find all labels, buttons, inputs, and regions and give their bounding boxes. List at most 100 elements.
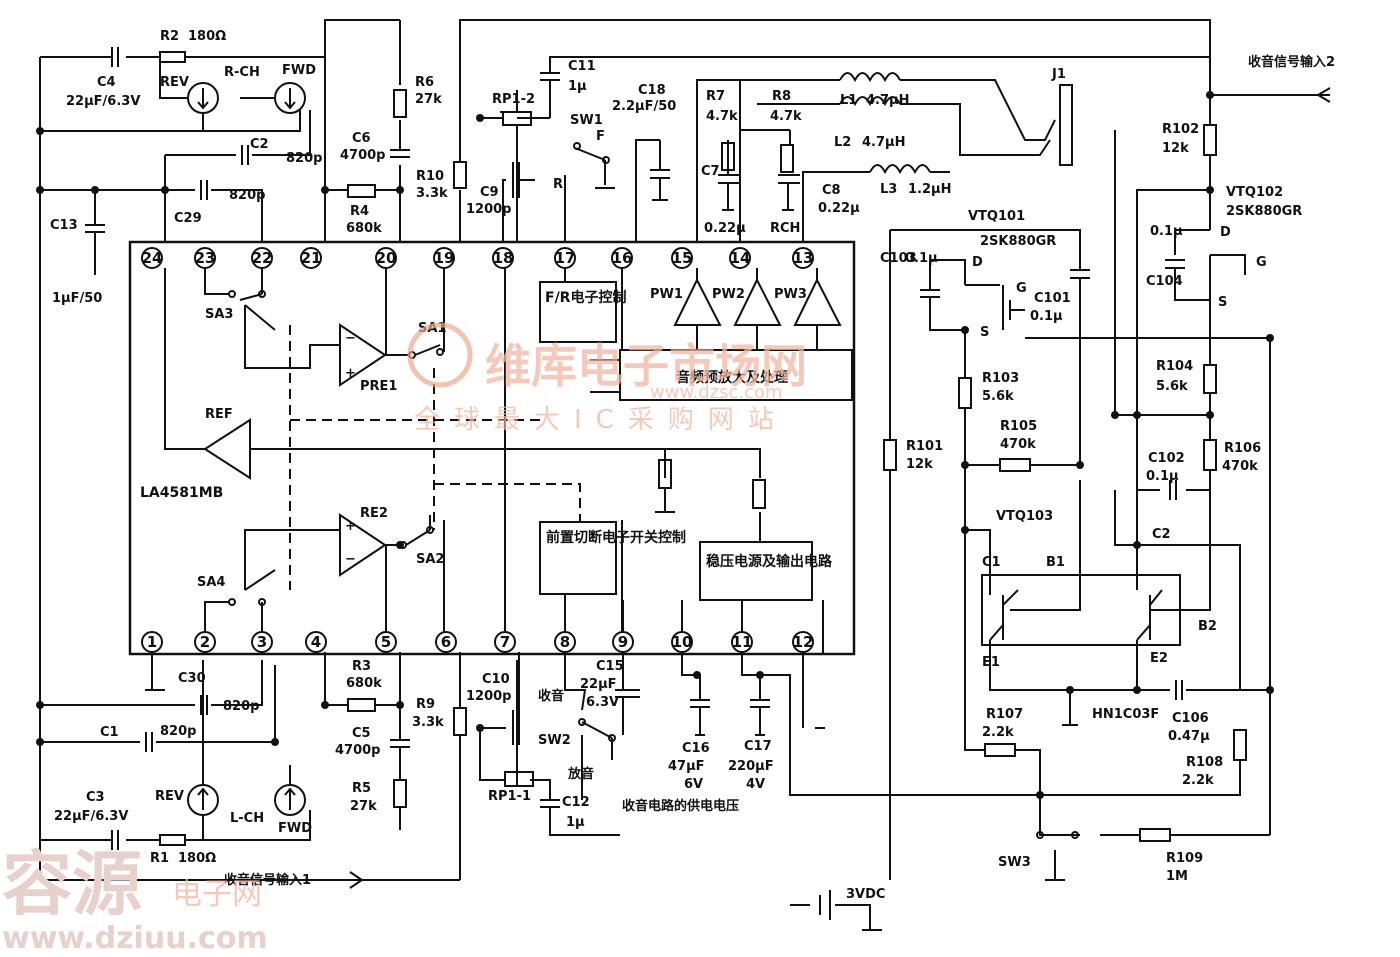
pin-17: 17	[555, 249, 576, 267]
regulator-block	[699, 541, 813, 601]
ref-label: REF	[205, 407, 233, 422]
pin-7: 7	[500, 633, 510, 651]
pre2-amp	[339, 513, 387, 577]
c4-value: 22μF/6.3V	[66, 94, 140, 109]
r9-label: R9	[416, 697, 435, 712]
vdc-label: 3VDC	[846, 887, 885, 902]
l3-label: L3	[880, 182, 897, 197]
svg-text:−: −	[345, 331, 356, 346]
hn-label: HN1C03F	[1092, 707, 1159, 722]
j1-label: J1	[1051, 67, 1066, 82]
c106-label: C106	[1172, 711, 1209, 726]
r8-res	[780, 144, 794, 173]
c102-value: 0.1μ	[1146, 469, 1179, 484]
c6-value: 4700p	[340, 148, 386, 163]
c103-value: 0.1μ	[905, 251, 938, 266]
pin-c2: C2	[1152, 527, 1171, 542]
c8-value: 0.22μ	[818, 201, 860, 216]
fr-control-label: F/R电子控制	[545, 289, 626, 306]
pin-24: 24	[142, 249, 163, 267]
c5-value: 4700p	[335, 743, 381, 758]
vtq101-type: 2SK880GR	[980, 234, 1056, 249]
sa4-switch	[204, 529, 340, 632]
fwd-bot-label: FWD	[278, 821, 312, 836]
c18-label: C18	[638, 83, 666, 98]
sw2-label: SW2	[538, 733, 571, 748]
preamp-label: 音频预放大及处理	[676, 369, 788, 386]
r3-value: 680k	[346, 676, 382, 691]
sw1-r: R	[553, 177, 563, 192]
r2-value: 180Ω	[188, 29, 226, 44]
pin-3: 3	[257, 633, 267, 651]
c15-value1: 22μF	[580, 677, 617, 692]
pre2-label: RE2	[360, 506, 388, 521]
pin-11: 11	[732, 633, 753, 651]
r105-res	[999, 458, 1031, 472]
r10-res	[453, 161, 467, 189]
pin-5: 5	[381, 633, 391, 651]
r104-label: R104	[1156, 359, 1193, 374]
r101-res	[883, 439, 897, 471]
c101-value: 0.1μ	[1030, 309, 1063, 324]
r4-label: R4	[350, 204, 369, 219]
vtq101-label: VTQ101	[968, 209, 1025, 224]
r10-value: 3.3k	[416, 186, 448, 201]
pw3-label: PW3	[774, 287, 807, 302]
vtq103-label: VTQ103	[996, 509, 1053, 524]
pre1-label: PRE1	[360, 379, 397, 394]
c15-value2: 6.3V	[586, 695, 619, 710]
r6-res	[393, 89, 407, 118]
r104-value: 5.6k	[1156, 379, 1188, 394]
c18-value: 2.2μF/50	[612, 99, 676, 114]
int-res-2	[752, 479, 766, 509]
c1-label: C1	[100, 725, 119, 740]
c29-label: C29	[174, 211, 202, 226]
pin-e2: E2	[1150, 651, 1168, 666]
radio-power-label: 收音电路的供电电压	[622, 798, 739, 814]
sw3-label: SW3	[998, 855, 1031, 870]
r105-label: R105	[1000, 419, 1037, 434]
r1-label: R1	[150, 851, 169, 866]
r10-label: R10	[416, 169, 444, 184]
vtq102-g: G	[1256, 255, 1267, 270]
j1-jack	[1059, 84, 1073, 166]
watermark-rongyuan: 容源 电子网 www.dziuu.com	[2, 843, 268, 956]
vtq102-type: 2SK880GR	[1226, 204, 1302, 219]
radio-in2-label: 收音信号输入2	[1248, 54, 1335, 70]
r7-value: 4.7k	[706, 109, 738, 124]
watermark-brand-sub: 电子网	[172, 877, 262, 912]
r1-value: 180Ω	[178, 851, 216, 866]
svg-text:+: +	[345, 366, 356, 381]
vtq101-d: D	[972, 255, 983, 270]
pin-9: 9	[618, 633, 628, 651]
c10-value: 1200p	[466, 689, 512, 704]
r107-res	[984, 743, 1016, 757]
watermark-brand: 容源	[2, 843, 142, 925]
watermark-slogan: 全球最大IC采购网站	[414, 405, 788, 435]
sw1-f: F	[596, 129, 605, 144]
c13-value: 1μF/50	[52, 291, 102, 306]
c106-value: 0.47μ	[1168, 729, 1210, 744]
c7-value: 0.22μ	[704, 221, 746, 236]
watermark-url: www.dzsc.com	[650, 382, 783, 403]
l1-coil	[839, 72, 901, 83]
c11-value: 1μ	[568, 79, 587, 94]
pin-22: 22	[252, 249, 273, 267]
pin-e1: E1	[982, 655, 1000, 670]
ic-name: LA4581MB	[140, 485, 223, 501]
presw-control-label: 前置切断电子开关控制	[546, 529, 686, 546]
pin-19: 19	[434, 249, 455, 267]
preamp-block	[619, 349, 853, 401]
c104-value: 0.1μ	[1150, 224, 1183, 239]
pin-1: 1	[147, 633, 157, 651]
c103-label: C103	[880, 251, 917, 266]
r103-label: R103	[982, 371, 1019, 386]
c16-label: C16	[682, 741, 710, 756]
pin-b2: B2	[1198, 619, 1217, 634]
r106-value: 470k	[1222, 459, 1258, 474]
ic-body	[128, 240, 856, 656]
c4-label: C4	[97, 75, 116, 90]
sw1-label: SW1	[570, 113, 603, 128]
rp1-1-pot	[504, 771, 534, 787]
